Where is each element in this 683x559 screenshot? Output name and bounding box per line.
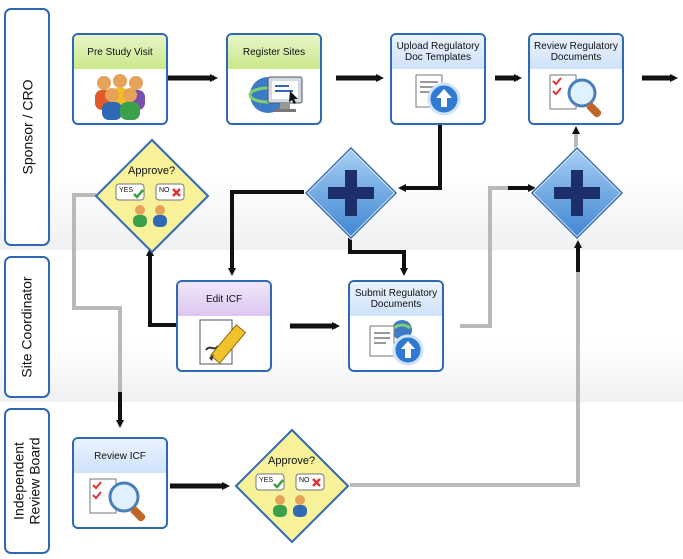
step-edit-icf[interactable]: Edit ICF	[176, 280, 272, 372]
submit-line2: Documents	[370, 299, 422, 310]
review-icf-title: Review ICF	[74, 439, 166, 473]
approve-top-label: Approve?	[128, 165, 176, 177]
approve-bottom-label: Approve?	[268, 455, 316, 467]
lane-label-sponsor: Sponsor / CRO	[4, 8, 50, 246]
upload-title-line2: Doc Templates	[405, 52, 471, 63]
submit-line1: Submit Regulatory	[354, 288, 438, 299]
line-upload-plus1	[398, 123, 442, 192]
upload-globe-document-icon	[369, 320, 424, 366]
line-plus1-editicf	[228, 190, 304, 276]
plus-diamond-icon	[530, 146, 624, 240]
pre-study-visit-title: Pre Study Visit	[74, 35, 166, 69]
upload-title-line1: Upload Regulatory	[396, 41, 480, 52]
line-plus1-submit	[348, 238, 408, 276]
approve-bottom-no: NO	[299, 477, 310, 484]
people-group-icon	[95, 74, 145, 120]
approve-top-no: NO	[159, 187, 170, 194]
edit-icf-title: Edit ICF	[178, 282, 270, 316]
lane-site-bg	[0, 252, 683, 402]
pencil-document-icon	[199, 319, 247, 365]
gateway-plus-2[interactable]	[530, 146, 624, 240]
computer-monitor-icon	[248, 76, 303, 113]
approve-diamond-shape	[94, 138, 210, 254]
plus-diamond-icon	[304, 146, 398, 240]
magnifier-document-icon	[89, 478, 146, 522]
approve-top-yes: YES	[119, 187, 134, 194]
decision-approve-bottom[interactable]: Approve? YES NO	[234, 428, 350, 544]
line-approve-reviewicf	[72, 193, 122, 420]
decision-approve-top[interactable]: Approve? YES NO	[94, 138, 210, 254]
line-submit-plus2	[460, 186, 528, 328]
upload-document-icon	[415, 74, 461, 116]
line-editicf-approve	[146, 248, 176, 327]
register-sites-title: Register Sites	[228, 35, 320, 69]
review-reg-line2: Documents	[550, 52, 602, 63]
step-pre-study-visit[interactable]: Pre Study Visit	[72, 33, 168, 125]
step-register-sites[interactable]: Register Sites	[226, 33, 322, 125]
approve-bottom-yes: YES	[259, 477, 274, 484]
gateway-plus-1[interactable]	[304, 146, 398, 240]
line-approve2-plus2	[350, 250, 580, 487]
review-reg-line1: Review Regulatory	[534, 41, 618, 52]
step-review-icf[interactable]: Review ICF	[72, 437, 168, 529]
approve-diamond-shape	[234, 428, 350, 544]
magnifier-document-icon	[549, 74, 602, 118]
lane-label-site: Site Coordinator	[4, 256, 50, 398]
